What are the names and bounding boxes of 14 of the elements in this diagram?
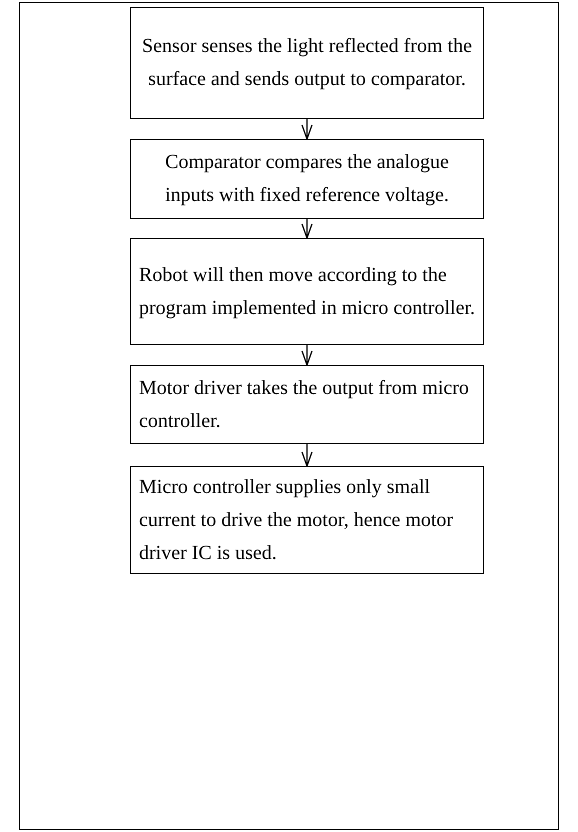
process-box [130, 365, 484, 444]
arrow [301, 444, 313, 467]
step-text: Sensor senses the light reflected from the surface and sends output to comparator. [141, 34, 473, 92]
step-text: Robot will then move according to the program implemented in micro controller. [139, 262, 475, 320]
arrow [301, 119, 313, 140]
step-text: Motor driver takes the output from micro controller. [139, 376, 470, 434]
process-box [130, 139, 484, 219]
step-text: Comparator compares the analogue inputs with fixed reference voltage. [164, 150, 450, 208]
process-box [130, 238, 484, 345]
process-box [130, 466, 484, 574]
arrow [301, 219, 313, 239]
process-box [130, 7, 484, 119]
arrow [301, 345, 313, 366]
step-text: Micro controller supplies only small current to drive the motor, hence motor driver IC is used. [139, 474, 454, 566]
